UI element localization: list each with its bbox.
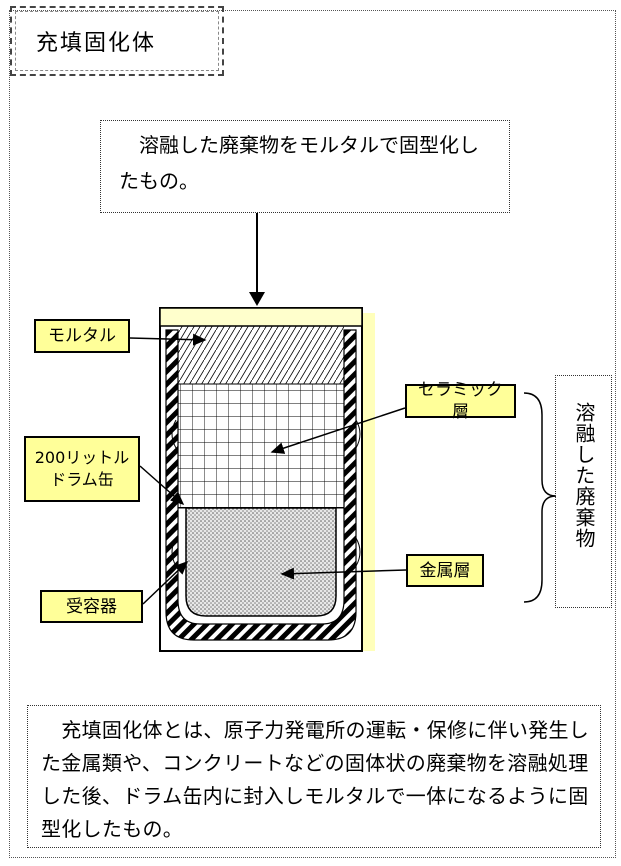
mortar-layer <box>178 326 344 384</box>
ceramic-layer <box>177 383 345 509</box>
label-drum: 200リットル ドラム缶 <box>24 436 140 502</box>
drum-body <box>159 307 363 652</box>
drum-arrow <box>139 465 185 505</box>
top-description-text: 溶融した廃棄物をモルタルで固型化したもの。 <box>119 133 479 193</box>
drum-shadow <box>362 313 375 651</box>
receiver-arrow <box>142 560 189 605</box>
metal-arrow <box>280 567 407 580</box>
bottom-description-text: 充填固化体とは、原子力発電所の運転・保修に伴い発生した金属類や、コンクリートなど… <box>41 718 590 841</box>
bottom-description: 充填固化体とは、原子力発電所の運転・保修に伴い発生した金属類や、コンクリートなど… <box>27 705 601 848</box>
label-metal: 金属層 <box>406 554 484 587</box>
ceramic-arrow <box>270 407 406 454</box>
title-box: 充填固化体 <box>10 6 224 76</box>
receiver-wall <box>165 329 357 641</box>
metal-layer <box>185 507 337 617</box>
label-mortar: モルタル <box>34 319 130 353</box>
label-ceramic: セラミック層 <box>405 380 516 422</box>
drum-lid <box>159 307 363 327</box>
top-description: 溶融した廃棄物をモルタルで固型化したもの。 <box>100 120 510 213</box>
label-receiver: 受容器 <box>40 590 143 623</box>
mortar-arrow <box>129 333 207 346</box>
molten-waste-brace <box>523 392 557 603</box>
molten-waste-label: 溶融した廃棄物 <box>555 375 612 608</box>
outer-frame <box>9 10 616 858</box>
page-title: 充填固化体 <box>36 31 157 56</box>
top-note-arrow-head <box>249 292 265 306</box>
